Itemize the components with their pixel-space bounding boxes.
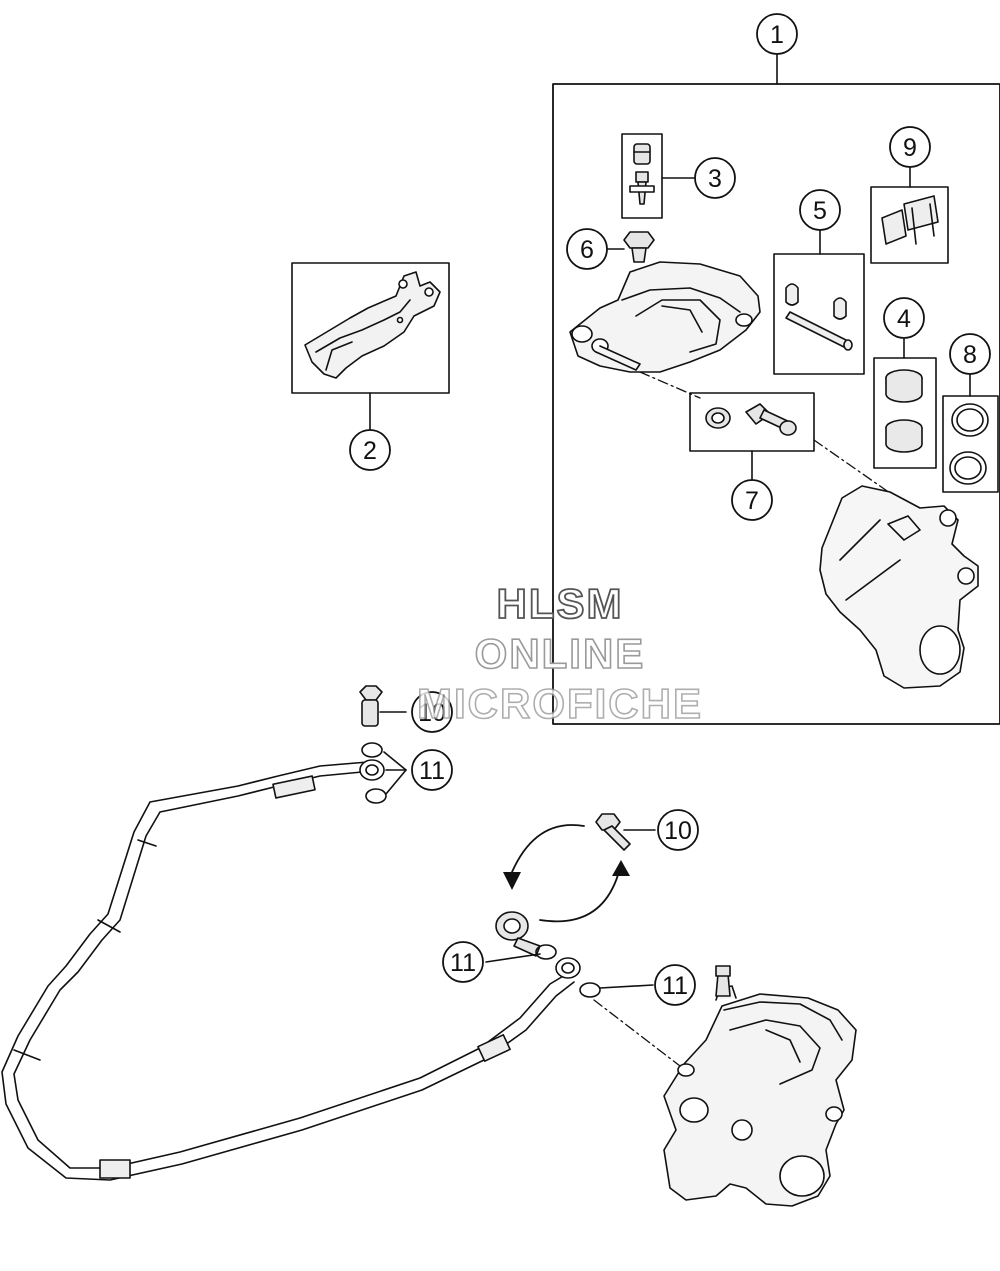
callout-3[interactable]: 3 bbox=[694, 157, 736, 199]
callout-7-label: 7 bbox=[745, 487, 759, 515]
callout-10-upper[interactable]: 10 bbox=[411, 691, 453, 733]
callout-1-label: 1 bbox=[770, 21, 784, 49]
seal-box bbox=[942, 395, 999, 493]
arrow-head-up bbox=[612, 860, 630, 876]
banjo-bolt-lower-illustration bbox=[595, 813, 631, 851]
piston-illustration bbox=[885, 369, 923, 453]
callout-10-lower-label: 10 bbox=[664, 817, 692, 845]
callout-10-upper-label: 10 bbox=[418, 699, 446, 727]
bleeder-valve-illustration bbox=[629, 143, 655, 205]
lower-caliper-illustration bbox=[663, 985, 857, 1207]
upper-caliper-illustration bbox=[569, 261, 761, 373]
assembly-line-lower bbox=[593, 999, 681, 1067]
pin-kit-box bbox=[773, 253, 865, 375]
callout-11-middle[interactable]: 11 bbox=[442, 941, 484, 983]
seal-illustration bbox=[949, 403, 989, 485]
callout-11-lower[interactable]: 11 bbox=[654, 964, 696, 1006]
plug-illustration bbox=[623, 231, 655, 263]
callout-11-lower-label: 11 bbox=[662, 972, 688, 1000]
brake-line-illustration bbox=[1, 759, 581, 1181]
callout-9[interactable]: 9 bbox=[889, 126, 931, 168]
callout-5[interactable]: 5 bbox=[799, 189, 841, 231]
callout-11-upper[interactable]: 11 bbox=[411, 749, 453, 791]
brake-pad-illustration bbox=[304, 271, 441, 379]
callout-5-label: 5 bbox=[813, 197, 827, 225]
pad-spring-illustration bbox=[881, 195, 939, 245]
callout-11-upper-label: 11 bbox=[419, 757, 445, 785]
callout-8[interactable]: 8 bbox=[949, 333, 991, 375]
piston-box bbox=[873, 357, 937, 469]
callout-6-label: 6 bbox=[580, 236, 594, 264]
banjo-bolt-upper-illustration bbox=[359, 685, 383, 727]
callout-4[interactable]: 4 bbox=[883, 297, 925, 339]
callout-1[interactable]: 1 bbox=[756, 13, 798, 55]
upper-bracket-illustration bbox=[819, 485, 979, 689]
callout-2-label: 2 bbox=[363, 437, 377, 465]
swap-arrows bbox=[511, 824, 621, 923]
bleeder-box bbox=[621, 133, 663, 219]
washers-illustration bbox=[361, 742, 601, 998]
slide-pin-illustration bbox=[705, 403, 797, 436]
callout-8-label: 8 bbox=[963, 341, 977, 369]
lower-bleeder-illustration bbox=[715, 965, 731, 997]
callout-4-label: 4 bbox=[897, 305, 911, 333]
pin-kit-illustration bbox=[785, 283, 853, 351]
callout-6[interactable]: 6 bbox=[566, 228, 608, 270]
callout-10-lower[interactable]: 10 bbox=[657, 809, 699, 851]
banjo-fitting-illustration bbox=[495, 911, 541, 957]
callout-2[interactable]: 2 bbox=[349, 429, 391, 471]
callout-11-middle-label: 11 bbox=[450, 949, 476, 977]
arrow-head-down bbox=[503, 872, 521, 890]
callout-3-label: 3 bbox=[708, 165, 722, 193]
callout-9-label: 9 bbox=[903, 134, 917, 162]
callout-7[interactable]: 7 bbox=[731, 479, 773, 521]
